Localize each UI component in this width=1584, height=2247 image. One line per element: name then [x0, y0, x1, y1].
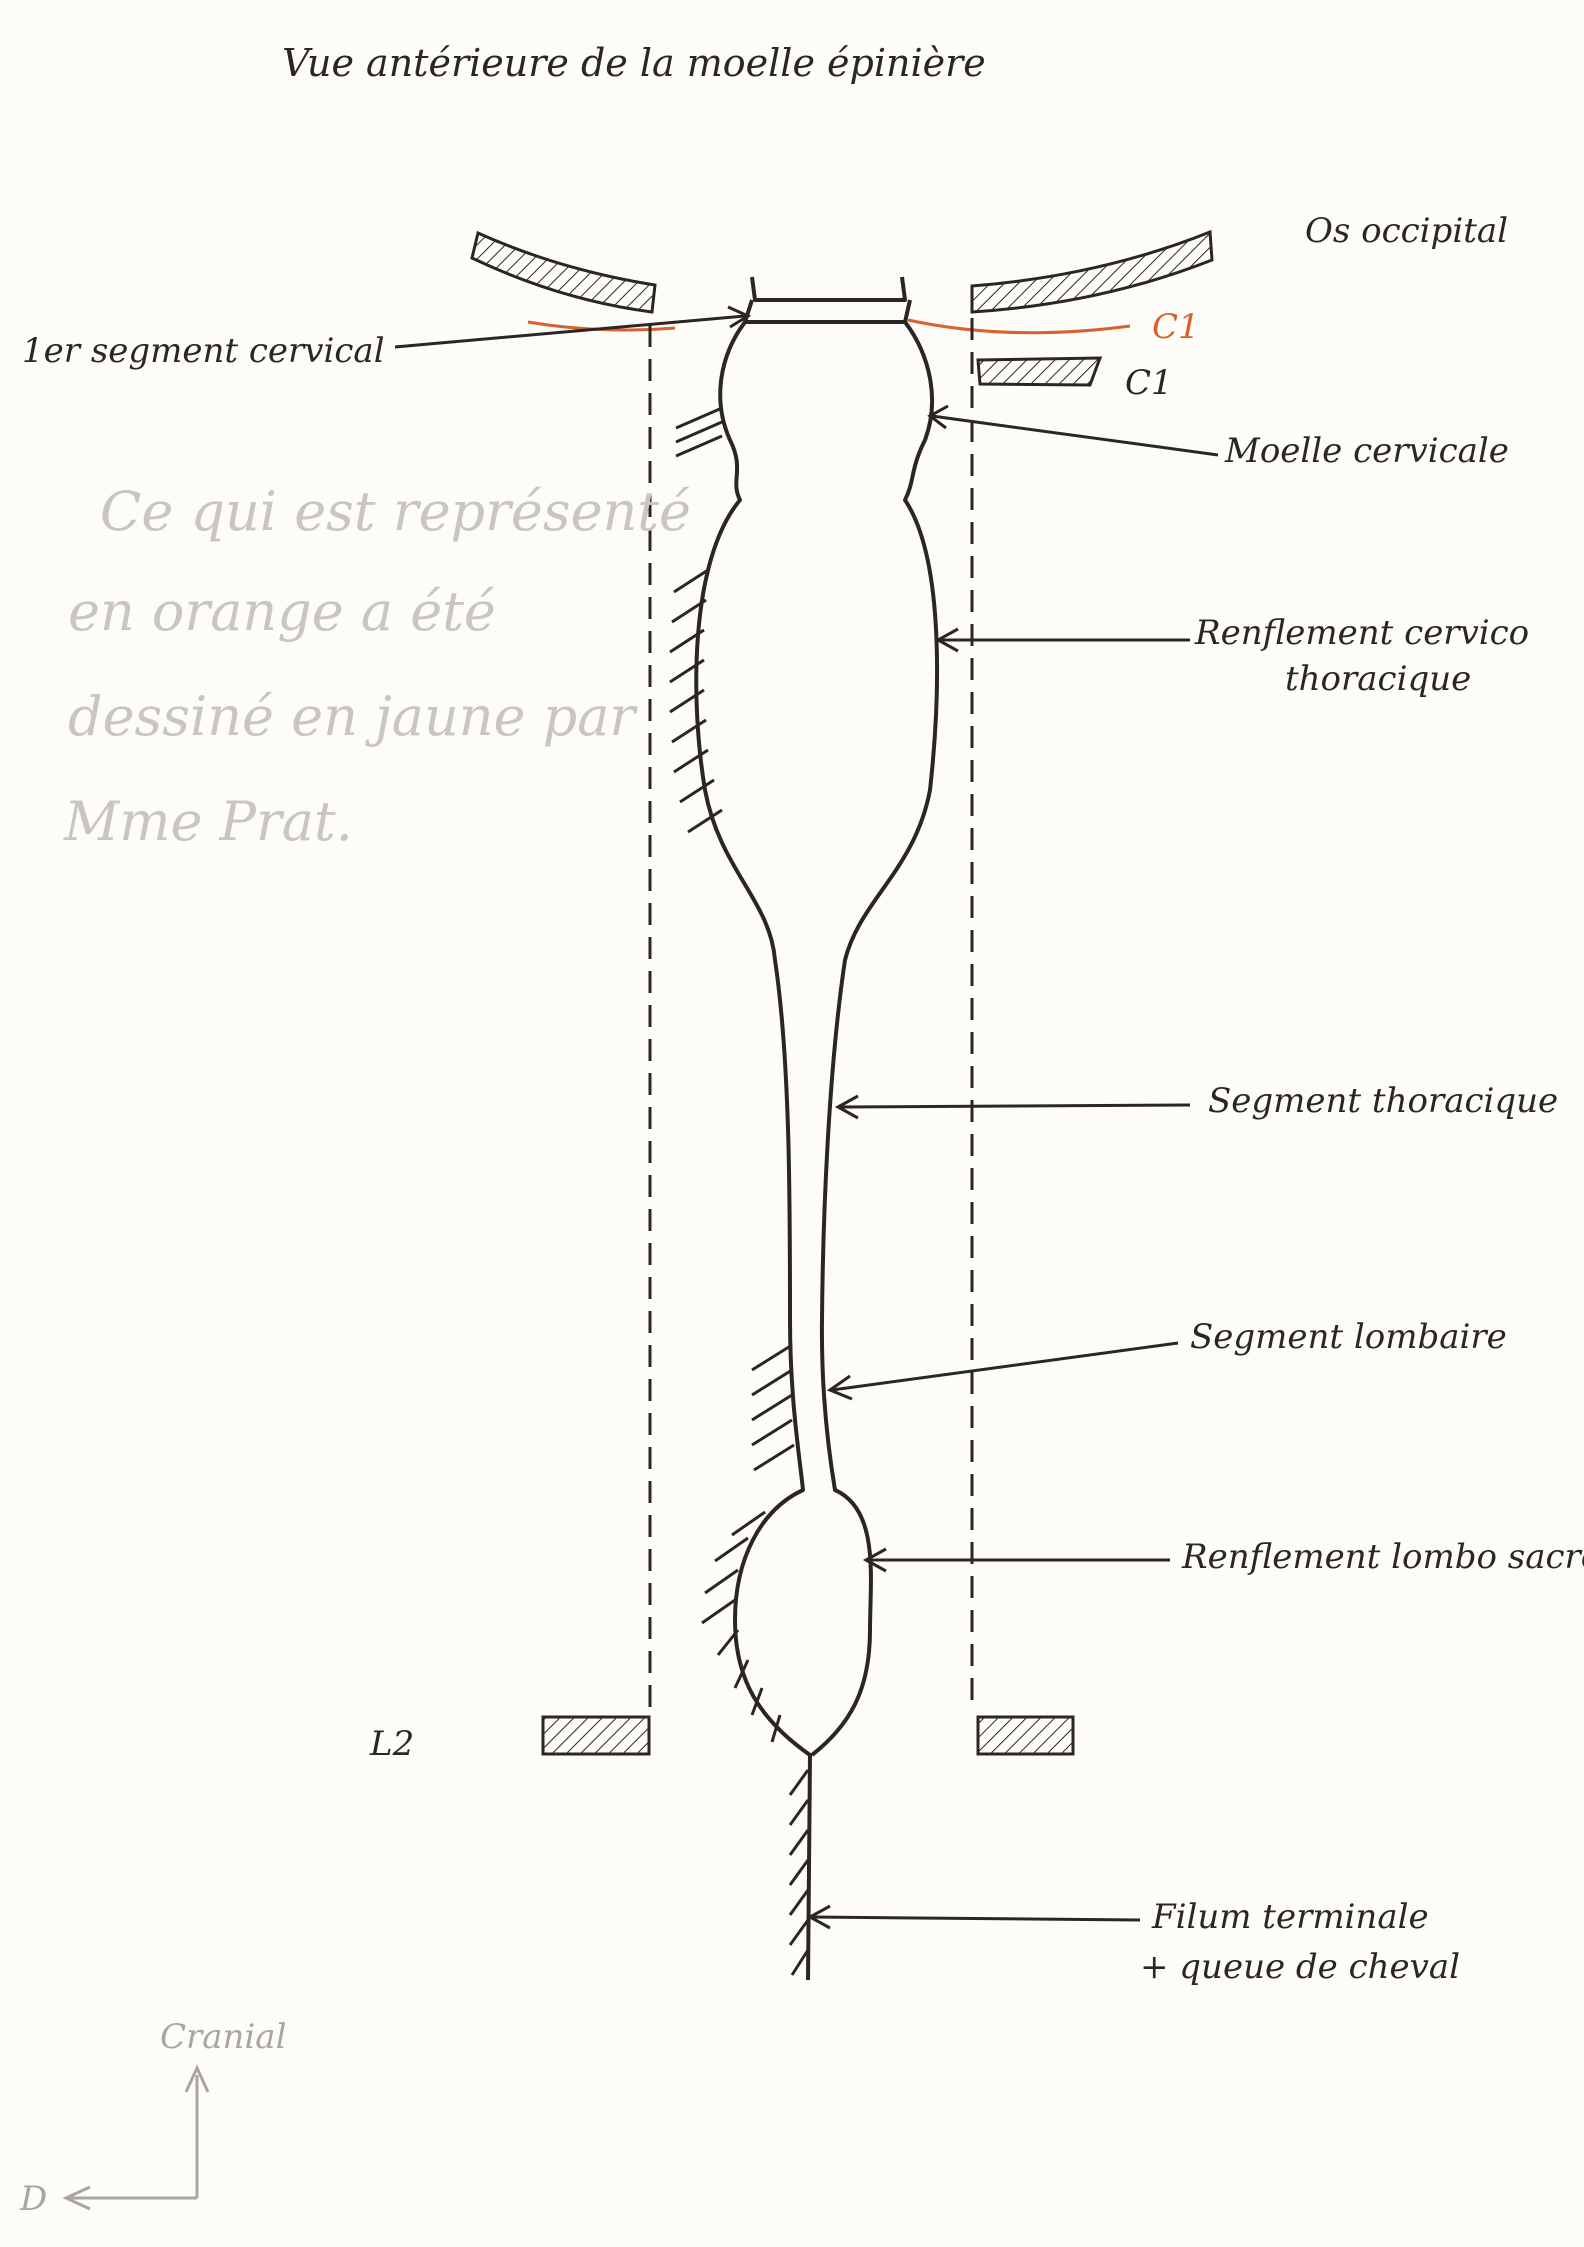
nerve-roots-cervico-thoracic	[669, 568, 723, 834]
label-queue-de-cheval: + queue de cheval	[1140, 1947, 1460, 1987]
l2-vertebra-left	[541, 1715, 651, 1756]
note-line-3: dessiné en jaune par	[68, 685, 638, 748]
note-line-2: en orange a été	[68, 580, 496, 643]
axis-label-d: D	[19, 2179, 47, 2219]
label-c1-orange: C1	[1152, 307, 1200, 347]
label-filum-terminale: Filum terminale	[1151, 1897, 1429, 1937]
label-moelle-cervicale: Moelle cervicale	[1224, 431, 1509, 471]
note-line-4: Mme Prat.	[63, 790, 353, 853]
axis-label-cranial: Cranial	[160, 2017, 286, 2057]
label-segment-thoracique: Segment thoracique	[1208, 1081, 1558, 1121]
c1-vertebra-right	[976, 356, 1103, 387]
nerve-roots-sacral	[701, 1510, 782, 1743]
spinal-cord-outline	[694, 276, 940, 1981]
label-renflement-lombo-sacre: Renflement lombo sacré	[1181, 1537, 1584, 1577]
orientation-axis: Cranial D	[19, 2017, 286, 2219]
nerve-roots-cervical	[675, 406, 723, 458]
label-c1-black: C1	[1125, 363, 1173, 403]
nerve-roots-lumbar	[751, 1343, 795, 1472]
pencil-note: Ce qui est représenté en orange a été de…	[63, 480, 691, 853]
occipital-bone-right	[970, 229, 1214, 314]
note-line-1: Ce qui est représenté	[100, 480, 691, 543]
l2-vertebra-right	[976, 1715, 1075, 1756]
occipital-bone-left	[470, 230, 657, 314]
label-premier-segment-cervical: 1er segment cervical	[22, 331, 385, 371]
label-thoracique: thoracique	[1285, 659, 1471, 699]
label-arrows	[394, 305, 1219, 1930]
label-l2: L2	[369, 1724, 414, 1764]
label-renflement-cervico: Renflement cervico	[1194, 613, 1529, 653]
label-os-occipital: Os occipital	[1305, 211, 1508, 251]
page-title: Vue antérieure de la moelle épinière	[282, 41, 986, 85]
cauda-equina-hatches	[788, 1769, 810, 1976]
label-segment-lombaire: Segment lombaire	[1190, 1317, 1507, 1357]
